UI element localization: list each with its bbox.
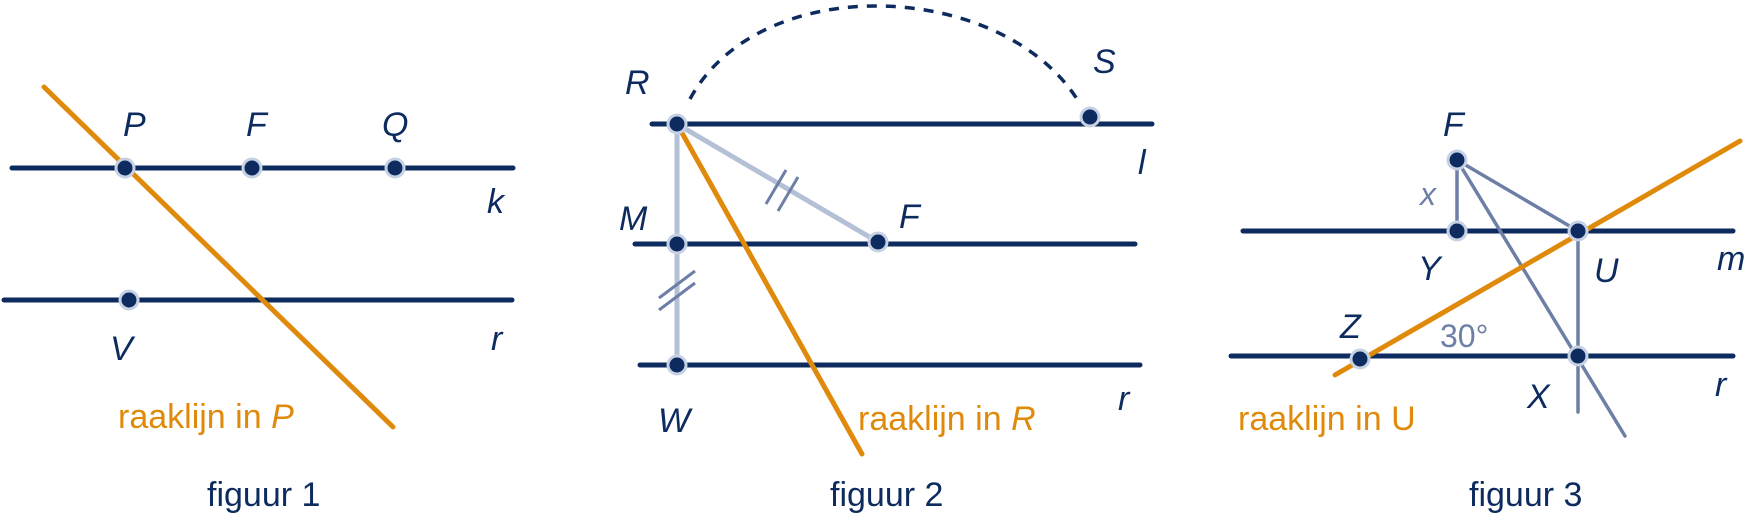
label-f: F (1443, 106, 1466, 144)
point-z (1349, 348, 1371, 370)
tangent-label: raaklijn in U (1238, 400, 1416, 438)
label-x: X (1526, 378, 1551, 416)
dashed-arc-r-s (688, 4, 1079, 100)
label-r-line: r (1118, 380, 1131, 418)
point-u (1567, 220, 1589, 242)
label-m: M (619, 200, 648, 238)
caption-figure-3: figuur 3 (1469, 476, 1582, 514)
tangent-line-u (1332, 138, 1743, 378)
caption-figure-2: figuur 2 (830, 476, 943, 514)
point-y (1446, 220, 1468, 242)
label-k: k (487, 183, 506, 221)
point-s (1079, 106, 1101, 128)
point-q (384, 157, 406, 179)
label-u: U (1594, 252, 1619, 290)
tangent-label: raaklijn in R (858, 400, 1036, 438)
tick-mw-2 (658, 281, 696, 312)
label-m: m (1717, 240, 1745, 278)
label-r: r (491, 320, 504, 358)
tick-rf-2 (776, 176, 800, 212)
point-w (666, 354, 688, 376)
figure-2: R S M F W l r raaklijn in R figuur 2 (619, 4, 1155, 514)
label-angle: 30° (1440, 318, 1488, 354)
point-f (867, 231, 889, 253)
tangent-label-point: R (1011, 400, 1036, 438)
tangent-line-p (41, 84, 396, 430)
label-p: P (123, 106, 146, 144)
label-z: Z (1339, 308, 1362, 346)
label-y: Y (1418, 250, 1443, 288)
label-l: l (1138, 144, 1147, 182)
label-segment-x: x (1418, 176, 1437, 212)
point-r (666, 113, 688, 135)
label-q: Q (382, 106, 408, 144)
label-r: R (625, 64, 650, 102)
label-f: F (899, 198, 922, 236)
label-v: V (110, 330, 136, 368)
point-p (114, 157, 136, 179)
label-s: S (1093, 43, 1116, 81)
tangent-line-r (674, 121, 865, 457)
tick-mw-1 (658, 269, 696, 300)
point-f (241, 157, 263, 179)
figure-1: P F Q V k r raaklijn in P figuur 1 (1, 84, 516, 514)
caption-figure-1: figuur 1 (207, 476, 320, 514)
point-m (666, 233, 688, 255)
point-v (118, 289, 140, 311)
tangent-label-text: raaklijn in (858, 400, 1011, 438)
point-x (1567, 345, 1589, 367)
label-r: r (1715, 366, 1728, 404)
point-f (1446, 149, 1468, 171)
tangent-label: raaklijn in P (118, 398, 294, 436)
label-w: W (658, 402, 693, 440)
label-f: F (246, 106, 269, 144)
segment-f-x-extended (1455, 158, 1627, 438)
tangent-label-text: raaklijn in (118, 398, 271, 436)
tangent-label-point: P (271, 398, 294, 436)
tick-rf-1 (764, 169, 788, 205)
figure-3: F Y U Z X m r x 30° raaklijn in U figuur… (1228, 106, 1745, 514)
segment-f-u (1455, 158, 1580, 233)
